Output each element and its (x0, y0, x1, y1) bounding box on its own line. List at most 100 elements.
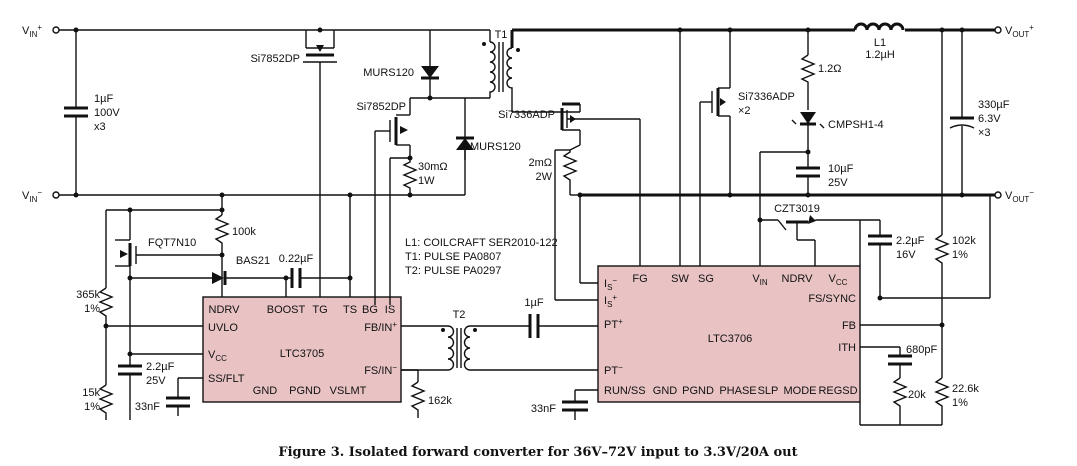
d-bas-label: BAS21 (236, 255, 270, 267)
q-sync2-label: Si7336ADP (738, 91, 795, 103)
l1-label: L1 (874, 37, 886, 49)
svg-text:IS+: IS+ (604, 293, 617, 309)
c22u25-value: 2.2µF (146, 361, 175, 373)
q-top-label: Si7852DP (250, 53, 300, 65)
sense-resistor-2m (554, 144, 598, 301)
note-t2: T2: PULSE PA0297 (405, 265, 501, 277)
c33nb-label: 33nF (531, 403, 556, 415)
c022-label: 0.22µF (279, 253, 314, 265)
q-sync1-label: Si7336ADP (498, 109, 555, 121)
d-cmpsh-label: CMPSH1-4 (828, 119, 884, 131)
r22k6-value: 22.6k (952, 383, 979, 395)
r-1p2-chain (759, 30, 825, 220)
l1-value: 1.2µH (865, 49, 895, 61)
czt3019-transistor (759, 215, 860, 266)
vout-plus-label: VOUT+ (1005, 23, 1034, 39)
r-sense2-value: 2mΩ (528, 157, 552, 169)
t1-label: T1 (495, 29, 508, 41)
ith-compensation (859, 346, 912, 425)
r15k-tol: 1% (84, 401, 100, 413)
svg-text:PT+: PT+ (604, 317, 623, 331)
r20k-label: 20k (908, 389, 926, 401)
svg-text:FS/IN−: FS/IN− (364, 363, 397, 377)
ltc3705-name: LTC3705 (280, 348, 324, 360)
cout-count: ×3 (978, 127, 991, 139)
r22k6-tol: 1% (952, 397, 968, 409)
vin-minus-rail (56, 140, 466, 196)
vin-plus-terminal (52, 26, 60, 34)
svg-text:BG: BG (362, 304, 378, 316)
svg-text:PGND: PGND (682, 385, 714, 397)
ssflt-capacitor (166, 377, 203, 416)
top-diode (421, 50, 439, 98)
svg-text:IS−: IS− (604, 276, 617, 292)
cin-value: 1µF (94, 93, 113, 105)
svg-text:VIN: VIN (752, 273, 768, 287)
svg-text:FB: FB (842, 320, 856, 332)
d-bot-label: MURS120 (470, 141, 521, 153)
boost-network (130, 268, 350, 297)
svg-text:MODE: MODE (784, 385, 817, 397)
svg-text:SG: SG (698, 273, 714, 285)
sync-mosfet-2 (699, 30, 731, 266)
c10u-voltage: 25V (828, 177, 848, 189)
svg-text:GND: GND (253, 385, 278, 397)
c1u-label: 1µF (524, 297, 543, 309)
rsense-power: 1W (418, 175, 435, 187)
svg-text:PGND: PGND (289, 385, 321, 397)
svg-text:TG: TG (312, 304, 327, 316)
uvlo-divider (98, 209, 203, 420)
svg-text:SW: SW (671, 273, 689, 285)
fb-divider (860, 30, 950, 426)
bottom-diode (456, 98, 474, 160)
sense-resistor-30m (389, 157, 418, 305)
r102k-tol: 1% (952, 249, 968, 261)
vin-plus-label: VIN+ (22, 23, 42, 39)
svg-text:GND: GND (653, 385, 678, 397)
r162k-label: 162k (428, 395, 452, 407)
r12-label: 1.2Ω (818, 63, 842, 75)
svg-text:RUN/SS: RUN/SS (604, 385, 646, 397)
ic-ltc3705 (202, 296, 402, 403)
t2-label: T2 (453, 309, 466, 321)
c33na-label: 33nF (135, 401, 160, 413)
input-capacitor (64, 30, 88, 195)
svg-text:SLP: SLP (758, 385, 779, 397)
svg-text:IS: IS (385, 304, 395, 316)
cin-voltage: 100V (94, 107, 120, 119)
note-t1: T1: PULSE PA0807 (405, 251, 501, 263)
vin-minus-terminal (52, 191, 60, 199)
r-sense2-power: 2W (536, 171, 553, 183)
q-fqt-label: FQT7N10 (148, 237, 196, 249)
r102k-value: 102k (952, 235, 976, 247)
svg-text:VCC: VCC (208, 349, 227, 363)
svg-text:FG: FG (632, 273, 647, 285)
svg-text:NDRV: NDRV (209, 304, 241, 316)
svg-text:FB/IN+: FB/IN+ (364, 320, 397, 334)
sync-mosfet-1 (560, 102, 640, 145)
ltc3706-name: LTC3706 (708, 333, 752, 345)
q-sync2-count: ×2 (738, 105, 751, 117)
output-capacitor (949, 30, 975, 195)
c680p-label: 680pF (906, 344, 937, 356)
note-l1: L1: COILCRAFT SER2010-122 (405, 237, 558, 249)
cout-voltage: 6.3V (978, 113, 1001, 125)
svg-text:REGSD: REGSD (818, 385, 857, 397)
svg-text:TS: TS (343, 304, 357, 316)
svg-text:PT−: PT− (604, 363, 623, 377)
cin-count: x3 (94, 121, 106, 133)
transformer-t2 (401, 314, 598, 371)
vcc-capacitor-16v (859, 195, 991, 299)
d-top-label: MURS120 (363, 67, 414, 79)
ltc3705-pins: NDRV BOOST TG TS BG IS UVLO VCC SS/FLT F… (208, 304, 397, 397)
c22u16-value: 2.2µF (896, 235, 925, 247)
r100k-label: 100k (232, 226, 256, 238)
inductor-l1 (853, 22, 905, 31)
vout-plus-terminal (994, 26, 1002, 34)
vout-minus-label: VOUT− (1005, 188, 1034, 204)
runss-capacitor (562, 389, 598, 420)
transformer-t1 (470, 30, 580, 113)
svg-text:SS/FLT: SS/FLT (208, 373, 245, 385)
q-bot-label: Si7852DP (356, 101, 406, 113)
vout-plus-rail (510, 28, 995, 48)
